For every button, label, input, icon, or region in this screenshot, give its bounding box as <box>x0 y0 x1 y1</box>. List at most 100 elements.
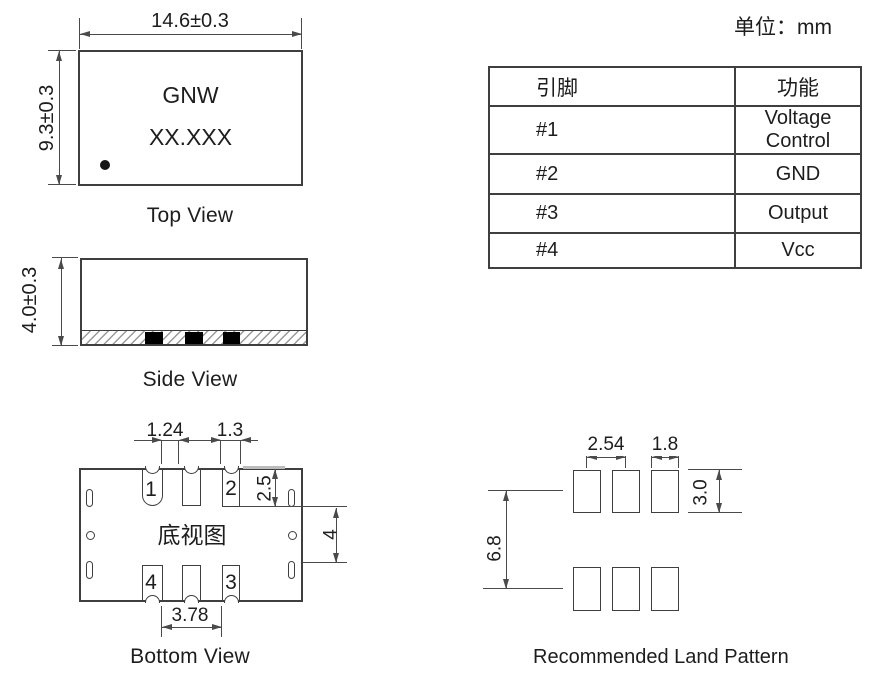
arrowhead-right <box>212 624 222 630</box>
land-pad <box>651 567 679 611</box>
side-view-caption: Side View <box>142 368 238 391</box>
arrowhead-right <box>669 454 679 460</box>
arrowhead-up <box>56 51 62 61</box>
dim-label-pad-width: 1.3 <box>216 420 244 441</box>
land-pad <box>573 470 601 513</box>
arrowhead-down <box>716 503 722 513</box>
dim-label-height: 9.3±0.3 <box>36 84 58 152</box>
dim-label-land-pad-width: 1.8 <box>635 434 695 456</box>
pad-3 <box>222 565 240 600</box>
function-cell: GND <box>734 153 862 195</box>
side-pad <box>223 332 240 344</box>
pad-number-1: 1 <box>145 478 157 501</box>
side-slot <box>86 489 93 507</box>
ext-line <box>52 257 78 258</box>
pin-row-3: #3 Output <box>488 193 862 234</box>
ext-line <box>483 588 563 589</box>
pad-number-3: 3 <box>225 571 237 594</box>
dim-label-pad-pitch: 2.54 <box>576 434 636 456</box>
ext-line <box>79 18 80 49</box>
top-view-caption: Top View <box>146 204 234 227</box>
dim-label-land-pad-height: 3.0 <box>690 479 712 506</box>
ext-line <box>688 469 742 470</box>
function-cell: Output <box>734 193 862 234</box>
arrowhead-up <box>272 469 278 479</box>
side-hole <box>86 531 95 540</box>
pin-cell: #3 <box>488 193 736 234</box>
arrowhead-up <box>716 470 722 480</box>
pad-number-2: 2 <box>225 477 237 500</box>
ext-line <box>625 452 626 468</box>
pad-1 <box>142 470 163 506</box>
dim-label-bottom-gap: 3.78 <box>171 605 209 626</box>
ext-line <box>48 50 76 51</box>
castellation-notch <box>145 595 160 603</box>
castellation-notch <box>184 595 199 603</box>
land-pad <box>573 567 601 611</box>
dim-line <box>80 34 302 35</box>
arrowhead-down <box>272 497 278 507</box>
pin-cell: #2 <box>488 153 736 195</box>
arrowhead-down <box>333 553 339 563</box>
function-cell: Voltage Control <box>734 105 862 155</box>
units-note: 单位：mm <box>734 16 832 39</box>
function-column-header: 功能 <box>734 66 862 107</box>
ext-line <box>303 562 347 563</box>
dim-line <box>61 258 62 346</box>
arrowhead-right <box>211 437 221 443</box>
ext-line <box>220 441 221 464</box>
ext-line <box>161 441 162 464</box>
arrowhead-left <box>241 437 251 443</box>
arrowhead-up <box>58 259 64 269</box>
pin-column-header: 引脚 <box>488 66 736 107</box>
side-slot <box>288 489 295 507</box>
bottom-view-caption: Bottom View <box>130 645 250 668</box>
bottom-view-chinese-label: 底视图 <box>157 522 227 548</box>
ext-line <box>488 490 563 491</box>
dim-line <box>506 491 507 589</box>
pad-middle-top <box>182 470 201 506</box>
package-marking-frequency: XX.XXX <box>148 124 233 150</box>
dim-label-thickness: 4.0±0.3 <box>19 266 41 334</box>
arrowhead-left <box>162 624 172 630</box>
pin-row-4: #4 Vcc <box>488 232 862 269</box>
pin-cell: #1 <box>488 105 736 155</box>
ext-line <box>48 184 76 185</box>
ext-line <box>240 441 241 464</box>
dim-line <box>587 457 626 458</box>
pin-table-header-row: 引脚 功能 <box>488 66 862 107</box>
dim-line <box>336 508 337 563</box>
dim-line <box>719 470 720 513</box>
side-slot <box>288 561 295 579</box>
dim-label-row-pitch: 6.8 <box>484 535 506 562</box>
dim-label-pad-depth: 2.5 <box>254 475 276 502</box>
arrowhead-up <box>503 491 509 501</box>
land-pad <box>612 470 640 513</box>
package-marking-brand: GNW <box>162 82 219 108</box>
ext-line <box>52 345 78 346</box>
dim-line <box>162 627 222 628</box>
pad-4 <box>142 565 163 600</box>
arrowhead-left <box>587 454 597 460</box>
ext-line <box>586 452 587 468</box>
arrowhead-right <box>152 437 162 443</box>
pin-function-table: 引脚 功能 #1 Voltage Control #2 GND #3 Outpu… <box>488 66 862 269</box>
pin1-orientation-dot <box>100 160 110 170</box>
side-pad <box>185 332 203 344</box>
dim-line <box>275 469 276 507</box>
ext-line <box>240 506 347 507</box>
ext-line <box>221 606 222 637</box>
land-pattern-caption: Recommended Land Pattern <box>533 646 789 668</box>
arrowhead-left <box>652 454 662 460</box>
pad-middle-bottom <box>182 565 201 600</box>
side-hole <box>288 531 297 540</box>
arrowhead-down <box>503 579 509 589</box>
land-pad <box>651 470 679 513</box>
dim-label-row-gap: 4 <box>320 529 342 540</box>
pin-cell: #4 <box>488 232 736 269</box>
castellation-notch <box>224 595 239 603</box>
dim-label-width: 14.6±0.3 <box>151 10 229 32</box>
arrowhead-right <box>292 31 302 37</box>
arrowhead-down <box>56 175 62 185</box>
